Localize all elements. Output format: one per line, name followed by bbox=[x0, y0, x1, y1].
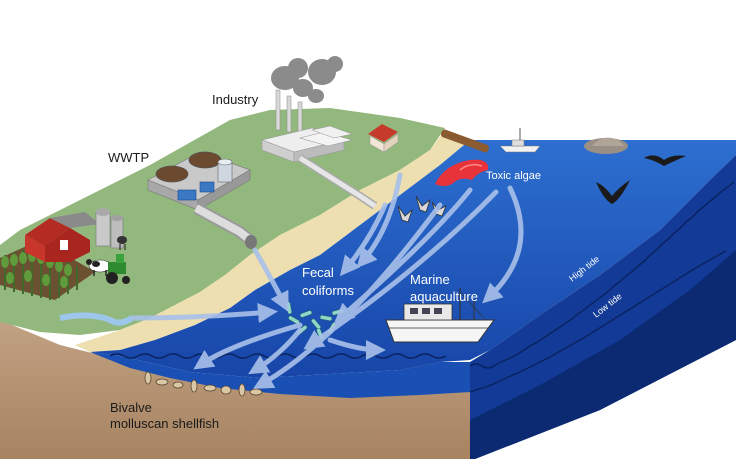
low-tide-line bbox=[469, 250, 727, 393]
sea-surface bbox=[90, 140, 736, 378]
bivalve-shellfish-label-line2: molluscan shellfish bbox=[110, 416, 219, 431]
shellfish-icon bbox=[144, 371, 263, 397]
bird-far-icon bbox=[644, 155, 686, 166]
whale-tail-icon bbox=[596, 180, 630, 204]
marine-aquaculture-label-line2: aquaculture bbox=[410, 289, 478, 304]
farm-runoff-stream bbox=[59, 312, 134, 326]
boat-icon bbox=[385, 288, 495, 343]
house-icon bbox=[368, 124, 399, 153]
algae-bloom-icon bbox=[435, 159, 489, 186]
industry-label: Industry bbox=[212, 92, 259, 107]
beach-sand bbox=[75, 130, 470, 352]
treatment-plant-icon bbox=[147, 151, 257, 249]
fecal-coliforms-label-line1: Fecal bbox=[302, 265, 334, 280]
factory-icon bbox=[260, 56, 378, 210]
whale-icon bbox=[584, 137, 628, 154]
toxic-algae-label: Toxic algae bbox=[486, 170, 541, 182]
sea-front-face bbox=[90, 352, 470, 398]
farm-icon bbox=[0, 208, 130, 300]
high-tide-line bbox=[469, 181, 735, 369]
boat-far-icon bbox=[499, 128, 541, 153]
flow-arrows bbox=[129, 172, 524, 389]
fecal-coliforms-label-line2: coliforms bbox=[302, 283, 355, 298]
sea-deep-band bbox=[470, 215, 736, 459]
bivalve-shellfish-label-line1: Bivalve bbox=[110, 400, 152, 415]
sea-side-face bbox=[470, 155, 736, 459]
marine-aquaculture-label-line1: Marine bbox=[410, 272, 450, 287]
wwtp-label: WWTP bbox=[108, 150, 149, 165]
driftwood bbox=[440, 129, 490, 153]
